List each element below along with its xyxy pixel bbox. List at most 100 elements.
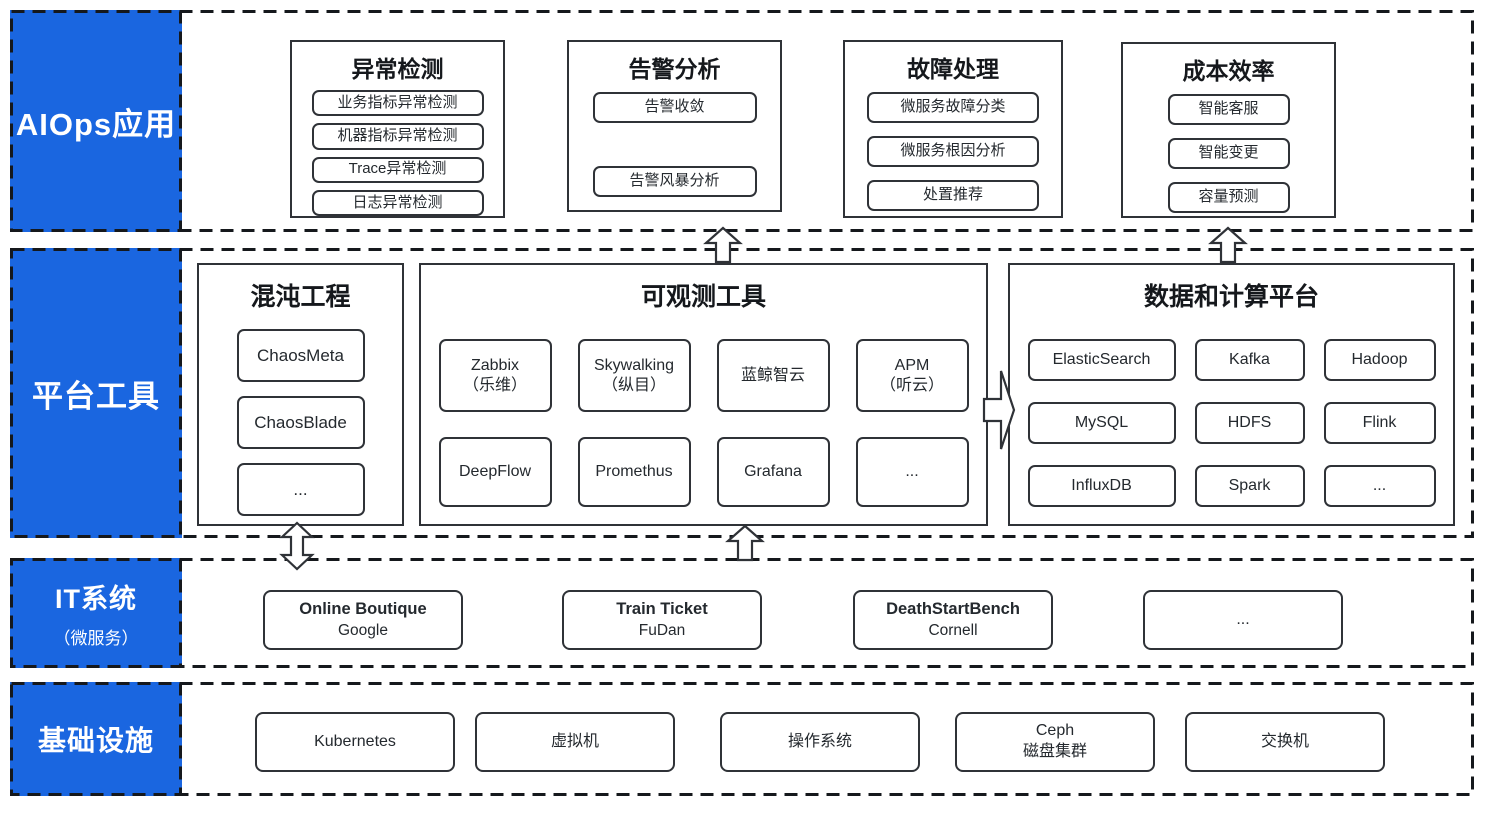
capability-item: 微服务故障分类 [867,92,1039,123]
tool-item: InfluxDB [1027,465,1176,507]
infra-operating-system: 操作系统 [720,712,920,772]
capability-item: 智能客服 [1167,94,1290,125]
row-label-text: IT系统 [55,584,137,614]
system-org: Cornell [928,621,978,639]
group-title: 告警分析 [628,56,721,82]
tool-label: Grafana [744,463,802,480]
tool-label: DeepFlow [458,463,532,480]
row-label-text: 基础设施 [37,725,154,756]
tool-sublabel: （听云） [879,376,944,394]
tool-item: 蓝鲸智云 [716,339,830,412]
tool-item: ChaosMeta [236,329,365,382]
capability-item: 容量预测 [1167,182,1290,213]
arrow-up-observability-to-aiops [703,226,743,264]
capability-label: 智能客服 [1198,100,1259,118]
tool-item: Grafana [716,437,830,507]
capability-label: 日志异常检测 [352,193,443,211]
arrow-right-observability-to-dataplatform [982,370,1016,450]
capability-item: 业务指标异常检测 [311,90,484,117]
capability-item: 处置推荐 [867,180,1039,211]
tool-label: APM [894,356,930,374]
row-label-infrastructure: 基础设施 [10,682,182,796]
tool-label: InfluxDB [1071,477,1132,494]
system-name: Online Boutique [299,600,427,619]
capability-item: 告警收敛 [592,92,757,123]
capability-item: 微服务根因分析 [867,136,1039,167]
tool-label: ... [293,479,308,499]
capability-item: Trace异常检测 [311,156,484,183]
group-title: 数据和计算平台 [1143,283,1319,311]
it-system-train-ticket: Train Ticket FuDan [562,590,762,650]
tool-label: Promethus [595,463,673,480]
group-title: 混沌工程 [250,283,351,311]
group-cost-efficiency: 成本效率 智能客服 智能变更 容量预测 [1121,42,1336,218]
group-observability-tools: 可观测工具 Zabbix （乐维） Skywalking （纵目） 蓝鲸智云 A… [419,263,988,526]
system-name: ... [1236,610,1250,628]
tool-item: HDFS [1194,402,1305,444]
tool-label: ... [905,463,919,480]
capability-item: 智能变更 [1167,138,1290,169]
tool-item: ... [236,463,365,516]
arrow-up-dataplatform-to-aiops [1208,226,1248,264]
group-title: 可观测工具 [640,283,766,311]
tool-label: 蓝鲸智云 [740,366,805,384]
group-chaos-engineering: 混沌工程 ChaosMeta ChaosBlade ... [197,263,404,526]
group-anomaly-detection: 异常检测 业务指标异常检测 机器指标异常检测 Trace异常检测 日志异常检测 [290,40,505,218]
infra-label: Ceph [1035,722,1075,740]
tool-label: MySQL [1074,414,1129,431]
group-title: 异常检测 [351,56,444,82]
capability-label: 智能变更 [1198,144,1259,162]
capability-label: Trace异常检测 [348,160,447,178]
tool-item: ChaosBlade [236,396,365,449]
tool-label: Skywalking [593,356,675,374]
capability-label: 业务指标异常检测 [337,93,458,111]
capability-label: 告警收敛 [644,98,705,116]
infra-label: Kubernetes [314,732,396,750]
infra-label: 虚拟机 [550,732,599,750]
tool-item: Zabbix （乐维） [438,339,552,412]
row-label-it-systems: IT系统 （微服务） [10,558,182,668]
row-label-aiops-apps: AIOps应用 [10,10,182,232]
tool-item: Kafka [1194,339,1305,381]
tool-item: ... [855,437,969,507]
row-label-text: 平台工具 [32,378,160,414]
capability-item: 日志异常检测 [311,189,484,216]
capability-label: 微服务故障分类 [900,98,1006,116]
tool-item: Spark [1194,465,1305,507]
infra-switch: 交换机 [1185,712,1385,772]
row-label-platform-tools: 平台工具 [10,248,182,538]
infra-sublabel: 磁盘集群 [1022,743,1087,760]
row-label-text: AIOps应用 [15,106,177,142]
tool-item: APM （听云） [855,339,969,412]
tool-item: MySQL [1027,402,1176,444]
tool-label: ... [1372,477,1387,494]
system-name: Train Ticket [616,600,708,619]
tool-item: ElasticSearch [1027,339,1176,381]
system-org: Google [338,621,388,639]
group-title: 成本效率 [1182,58,1275,84]
it-system-online-boutique: Online Boutique Google [263,590,463,650]
capability-label: 机器指标异常检测 [337,127,458,144]
row-label-subtext: （微服务） [53,629,139,648]
group-title: 故障处理 [907,56,999,82]
system-org: FuDan [638,621,686,639]
arrow-up-itsystems-to-observability [725,524,765,562]
infra-ceph-disk-cluster: Ceph 磁盘集群 [955,712,1155,772]
tool-label: ChaosBlade [254,412,347,432]
capability-label: 告警风暴分析 [629,172,720,190]
infra-virtual-machine: 虚拟机 [475,712,675,772]
infra-label: 操作系统 [787,732,852,750]
capability-label: 微服务根因分析 [900,142,1006,160]
tool-label: Kafka [1229,351,1270,368]
tool-label: HDFS [1227,414,1272,431]
tool-item: Hadoop [1323,339,1436,381]
group-fault-handling: 故障处理 微服务故障分类 微服务根因分析 处置推荐 [843,40,1063,218]
tool-label: Flink [1362,414,1397,431]
arrow-double-chaos-itsystems [279,521,315,571]
tool-item: Flink [1323,402,1436,444]
tool-item: Skywalking （纵目） [577,339,691,412]
capability-item: 告警风暴分析 [592,166,757,197]
capability-label: 容量预测 [1198,188,1259,206]
tool-label: ChaosMeta [257,345,344,365]
